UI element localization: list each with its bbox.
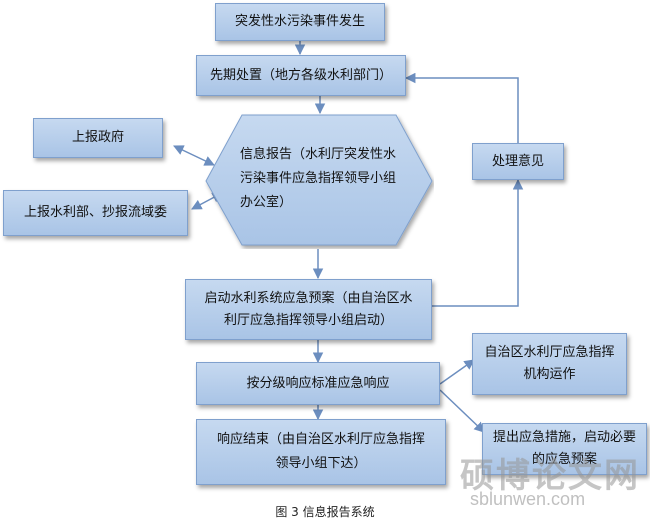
graded-response-node: 按分级响应标准应急响应 [196,362,440,405]
propose-measures-label: 提出应急措施，启动必要的应急预案 [493,430,637,467]
report-ministry-label: 上报水利部、抄报流域委 [23,205,167,220]
agency-operation-node: 自治区水利厅应急指挥机构运作 [472,333,627,395]
initial-response-node: 先期处置（地方各级水利部门） [196,55,406,96]
agency-operation-label: 自治区水利厅应急指挥机构运作 [484,345,615,382]
info-report-label: 信息报告（水利厅突发性水污染事件应急指挥领导小组办公室） [240,147,397,210]
propose-measures-node: 提出应急措施，启动必要的应急预案 [482,423,647,475]
incident-node: 突发性水污染事件发生 [215,3,385,41]
arrow-graded-to-agency [439,359,475,385]
response-end-node: 响应结束（由自治区水利厅应急指挥领导小组下达） [196,419,446,485]
arrow-graded-to-measures [439,389,485,433]
graded-response-label: 按分级响应标准应急响应 [246,375,390,391]
handling-opinion-label: 处理意见 [491,153,544,169]
arrow-activate-to-opinion [432,178,524,307]
activate-plan-node: 启动水利系统应急预案（由自治区水利厅应急指挥领导小组启动） [185,279,432,340]
arrow-info-gov [173,145,215,166]
response-end-label: 响应结束（由自治区水利厅应急指挥领导小组下达） [216,432,425,471]
info-report-hexagon [205,114,433,246]
activate-plan-label: 启动水利系统应急预案（由自治区水利厅应急指挥领导小组启动） [204,290,413,328]
watermark-site-name: 硕博论文网 [460,456,640,496]
report-ministry-node: 上报水利部、抄报流域委 [3,190,188,236]
incident-label: 突发性水污染事件发生 [234,14,365,29]
report-gov-label: 上报政府 [71,130,124,145]
watermark-site-url: sblunwen.com [470,489,586,509]
initial-response-label: 先期处置（地方各级水利部门） [209,67,392,83]
report-gov-node: 上报政府 [33,118,163,158]
arrow-opinion-to-initial [404,72,519,143]
handling-opinion-node: 处理意见 [472,143,564,180]
figure-caption: 图 3 信息报告系统 [275,505,375,519]
